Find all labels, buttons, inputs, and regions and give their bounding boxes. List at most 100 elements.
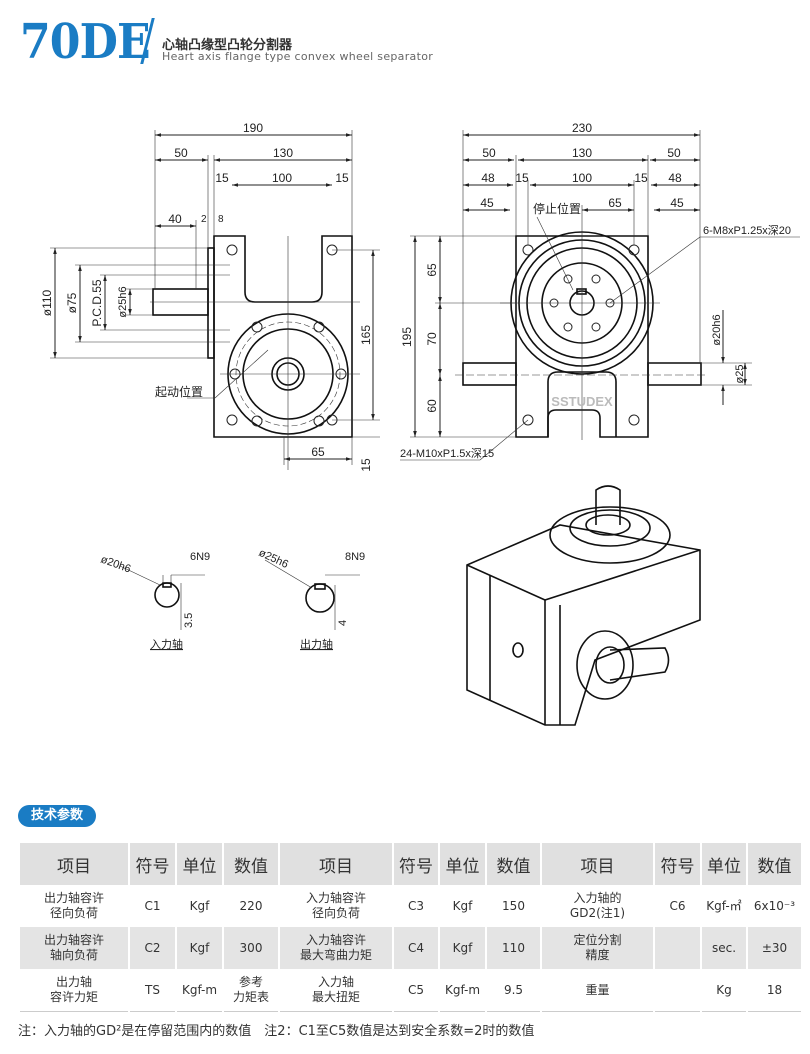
table-cell: Kgf-m: [175, 969, 223, 1012]
table-cell: C4: [392, 927, 439, 969]
table-cell: Kgf: [175, 927, 223, 969]
dim-65: 65: [311, 445, 325, 459]
dim-50: 50: [174, 146, 188, 160]
brand-logo: SSTUDEX: [551, 394, 613, 409]
dim-dia20h6: ø20h6: [711, 314, 723, 345]
column-header: 单位: [175, 843, 223, 885]
dim-dia110: ø110: [40, 289, 54, 316]
dim-70: 70: [425, 332, 439, 346]
table-cell: 150: [485, 885, 541, 927]
input-key-width: 6N9: [190, 551, 210, 563]
table-cell: 定位分割 精度: [540, 927, 654, 969]
dim-dia25h6: ø25h6: [117, 286, 129, 317]
table-cell: [653, 927, 701, 969]
table-cell: 300: [222, 927, 279, 969]
output-shaft-dia: ø25h6: [257, 547, 290, 571]
table-cell: 出力轴容许 轴向负荷: [18, 927, 129, 969]
column-header: 符号: [653, 843, 701, 885]
dim-65: 65: [608, 196, 622, 210]
dim-48-left: 48: [481, 171, 495, 185]
table-cell: 入力轴容许 径向负荷: [278, 885, 393, 927]
column-header: 单位: [700, 843, 747, 885]
title-english: Heart axis flange type convex wheel sepa…: [162, 50, 434, 63]
output-shaft-section: ø25h6 8N9 4 出力轴: [257, 547, 365, 651]
table-cell: sec.: [700, 927, 747, 969]
dim-100: 100: [572, 171, 592, 185]
table-cell: C5: [392, 969, 439, 1012]
technical-drawings: 190 50 130 15 100 15 40 2 8 ø110 ø75 P.C…: [40, 121, 800, 726]
dim-190: 190: [243, 121, 263, 135]
table-cell: 入力轴的 GD2(注1): [540, 885, 654, 927]
output-shaft-label: 出力轴: [300, 637, 333, 651]
table-cell: 出力轴 容许力矩: [18, 969, 129, 1012]
table-cell: Kgf: [438, 927, 486, 969]
dim-100: 100: [272, 171, 292, 185]
dim-dia75: ø75: [65, 292, 79, 313]
dim-45-left: 45: [480, 196, 494, 210]
column-header: 项目: [18, 843, 129, 885]
table-cell: 220: [222, 885, 279, 927]
table-cell: Kgf-m: [438, 969, 486, 1012]
stop-position-label: 停止位置: [533, 201, 581, 216]
table-cell: [653, 969, 701, 1012]
table-cell: 9.5: [485, 969, 541, 1012]
top-thread-spec: 6-M8xP1.25x深20: [703, 224, 791, 237]
dim-2: 2: [201, 214, 207, 225]
table-cell: 参考 力矩表: [222, 969, 279, 1012]
dim-130: 130: [273, 146, 293, 160]
dim-50-left: 50: [482, 146, 496, 160]
dim-15-left: 15: [515, 171, 529, 185]
dim-pcd55: P.C.D.55: [90, 279, 104, 326]
column-header: 数值: [485, 843, 541, 885]
table-header: 项目符号单位数值项目符号单位数值项目符号单位数值: [18, 843, 801, 885]
dim-40: 40: [168, 212, 182, 226]
dim-50-right: 50: [667, 146, 681, 160]
table-cell: 出力轴容许 径向负荷: [18, 885, 129, 927]
output-key-depth: 4: [337, 620, 349, 626]
column-header: 符号: [128, 843, 176, 885]
table-cell: 重量: [540, 969, 654, 1012]
column-header: 项目: [278, 843, 393, 885]
table-cell: Kgf: [175, 885, 223, 927]
input-shaft-dia: ø20h6: [99, 554, 132, 576]
isometric-view: [466, 485, 701, 726]
column-header: 数值: [746, 843, 801, 885]
input-shaft-section: ø20h6 6N9 3.5 入力轴: [99, 551, 210, 651]
dim-60: 60: [425, 399, 439, 413]
title-chinese: 心轴凸缘型凸轮分割器: [162, 38, 293, 53]
specs-badge: 技术参数: [18, 805, 96, 827]
dim-45-right: 45: [670, 196, 684, 210]
start-position-label: 起动位置: [155, 384, 203, 399]
output-key-width: 8N9: [345, 551, 365, 563]
front-view-drawing: SSTUDEX 230 50 130 50 48: [400, 121, 800, 461]
input-key-depth: 3.5: [183, 613, 195, 628]
column-header: 单位: [438, 843, 486, 885]
table-cell: C6: [653, 885, 701, 927]
table-cell: 6x10⁻³: [746, 885, 801, 927]
model-number: 70DE: [20, 14, 151, 70]
dim-230: 230: [572, 121, 592, 135]
table-cell: ±30: [746, 927, 801, 969]
table-cell: C1: [128, 885, 176, 927]
side-view-drawing: 190 50 130 15 100 15 40 2 8 ø110 ø75 P.C…: [40, 121, 380, 472]
dim-65-vertical: 65: [425, 263, 439, 277]
dim-15-right: 15: [335, 171, 349, 185]
dim-165: 165: [359, 325, 373, 345]
table-cell: 入力轴容许 最大弯曲力矩: [278, 927, 393, 969]
table-cell: C3: [392, 885, 439, 927]
dim-130: 130: [572, 146, 592, 160]
table-cell: Kgf-㎡: [700, 885, 747, 927]
dim-8: 8: [218, 214, 224, 225]
column-header: 数值: [222, 843, 279, 885]
footnote: 注：入力轴的GD²是在停留范围内的数值 注2：C1至C5数值是达到安全系数=2时…: [18, 1024, 535, 1039]
dim-195: 195: [400, 327, 414, 347]
table-cell: C2: [128, 927, 176, 969]
input-shaft-label: 入力轴: [150, 637, 183, 651]
column-header: 项目: [540, 843, 654, 885]
bottom-thread-spec: 24-M10xP1.5x深15: [400, 447, 494, 460]
dim-dia25: ø25: [734, 365, 746, 384]
